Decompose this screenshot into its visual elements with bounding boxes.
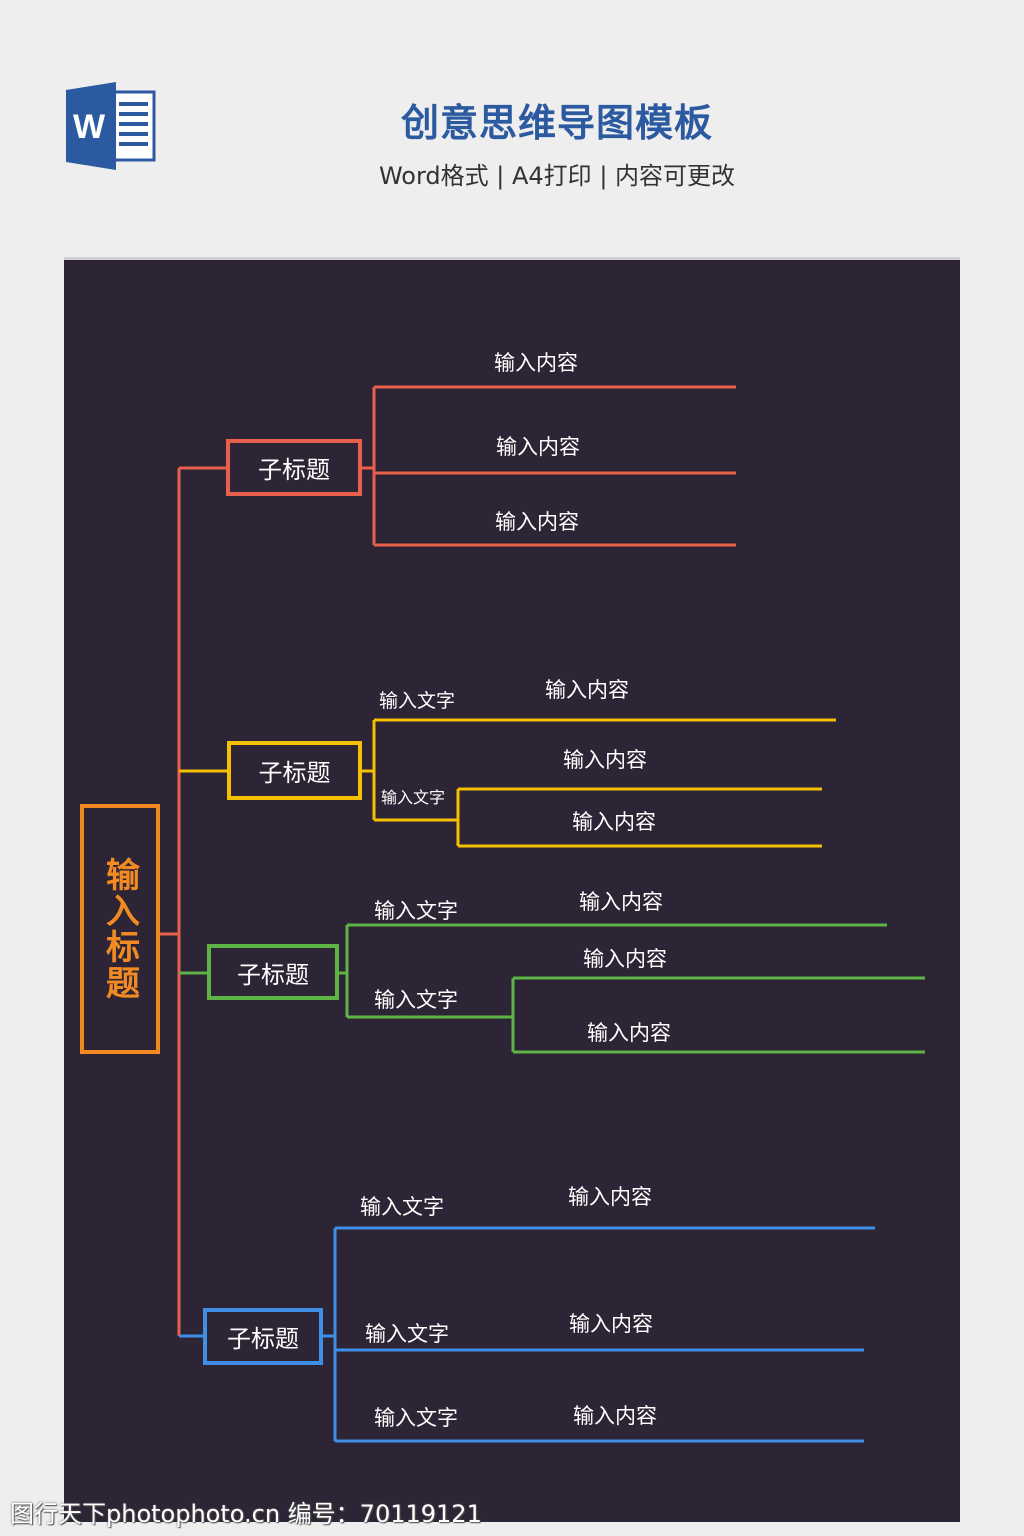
content-item[interactable]: 输入内容 bbox=[579, 890, 663, 914]
content-item[interactable]: 输入内容 bbox=[496, 435, 580, 459]
svg-text:W: W bbox=[73, 108, 106, 146]
content-item[interactable]: 输入内容 bbox=[587, 1021, 671, 1045]
subtopic-4[interactable]: 子标题 bbox=[203, 1308, 323, 1365]
branch-2-lines bbox=[179, 718, 836, 848]
text-label[interactable]: 输入文字 bbox=[381, 788, 446, 807]
watermark: 图行天下photophoto.cn 编号：70119121 bbox=[10, 1500, 482, 1528]
content-item[interactable]: 输入内容 bbox=[563, 748, 647, 772]
text-label[interactable]: 输入文字 bbox=[374, 1406, 458, 1430]
subtopic-3[interactable]: 子标题 bbox=[207, 944, 339, 1000]
word-logo-icon: W bbox=[64, 82, 156, 170]
root-topic[interactable]: 输入标题 bbox=[80, 804, 160, 1054]
subtopic-2[interactable]: 子标题 bbox=[227, 741, 362, 800]
content-item[interactable]: 输入内容 bbox=[569, 1312, 653, 1336]
text-label[interactable]: 输入文字 bbox=[374, 988, 458, 1012]
content-item[interactable]: 输入内容 bbox=[494, 351, 578, 375]
content-item[interactable]: 输入内容 bbox=[545, 678, 629, 702]
text-label[interactable]: 输入文字 bbox=[379, 690, 456, 712]
content-item[interactable]: 输入内容 bbox=[583, 947, 667, 971]
branch-4-lines bbox=[179, 1226, 875, 1443]
text-label[interactable]: 输入文字 bbox=[360, 1195, 444, 1219]
content-item[interactable]: 输入内容 bbox=[568, 1185, 652, 1209]
text-label[interactable]: 输入文字 bbox=[374, 899, 458, 923]
branch-3-lines bbox=[179, 923, 925, 1054]
content-item[interactable]: 输入内容 bbox=[572, 810, 656, 834]
content-item[interactable]: 输入内容 bbox=[573, 1404, 657, 1428]
branch-1-lines bbox=[179, 385, 736, 547]
page-subtitle: Word格式 | A4打印 | 内容可更改 bbox=[378, 162, 736, 190]
text-label[interactable]: 输入文字 bbox=[365, 1322, 449, 1346]
content-item[interactable]: 输入内容 bbox=[495, 510, 579, 534]
subtopic-1[interactable]: 子标题 bbox=[226, 439, 362, 496]
page-title: 创意思维导图模板 bbox=[400, 101, 713, 145]
